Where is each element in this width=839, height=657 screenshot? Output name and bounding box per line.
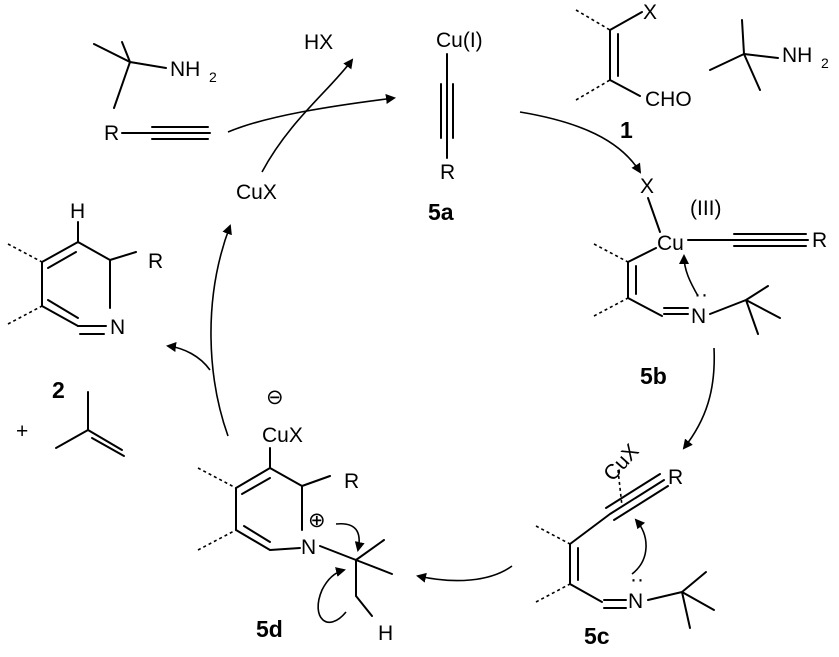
h-label-5d: H — [378, 622, 393, 645]
r-label-5a: R — [440, 161, 455, 184]
lone-pair-5c: ·· — [630, 568, 644, 591]
compound-5a: Cu(I) R 5a — [428, 29, 483, 225]
compound-label-5d: 5d — [256, 616, 283, 642]
plus-sign: + — [16, 420, 28, 443]
hx-label: HX — [304, 31, 333, 54]
n-label-5b: N — [691, 305, 706, 328]
compound-5b: X (III) Cu R N ·· 5b — [593, 175, 827, 389]
alkyne-r-label: R — [104, 122, 119, 145]
h-label-2: H — [70, 200, 85, 223]
x-label-1: X — [643, 1, 657, 24]
n-label-5c: N — [628, 590, 643, 613]
positive-charge: ⊕ — [308, 509, 326, 532]
compound-label-2: 2 — [52, 377, 65, 403]
nh2-subscript-right: 2 — [821, 55, 829, 71]
compound-label-1: 1 — [620, 117, 633, 143]
terminal-alkyne: R — [104, 122, 211, 145]
cux-label-5c: CuX — [599, 440, 643, 486]
tert-butylamine-right: NH 2 — [709, 19, 829, 91]
compound-label-5a: 5a — [428, 199, 454, 225]
cho-label: CHO — [645, 88, 692, 111]
isobutylene: + — [16, 391, 125, 457]
lone-pair-5b: ·· — [694, 283, 708, 306]
nh2-subscript-left: 2 — [209, 69, 217, 85]
minus-charge: ⊖ — [266, 386, 284, 409]
compound-5c: CuX R N ·· 5c — [535, 440, 715, 649]
cu-i-label: Cu(I) — [436, 29, 483, 52]
nh2-label-left: NH — [170, 58, 200, 81]
r-label-5b: R — [812, 229, 827, 252]
compound-1: X CHO 1 — [575, 1, 692, 143]
tert-butylamine-left: NH 2 — [93, 41, 217, 109]
x-label-5b: X — [640, 175, 654, 198]
r-label-2: R — [148, 250, 163, 273]
n-label-5d: N — [301, 536, 316, 559]
compound-label-5c: 5c — [584, 623, 610, 649]
compound-label-5b: 5b — [640, 363, 667, 389]
compound-2: H R N 2 — [7, 200, 163, 403]
cux-label-left: CuX — [236, 181, 277, 204]
n-label-2: N — [110, 316, 125, 339]
cycle-arrows — [166, 58, 716, 583]
oxidation-state-label: (III) — [690, 197, 722, 220]
cux-label-5d: CuX — [262, 424, 303, 447]
r-label-5d: R — [344, 470, 359, 493]
r-label-5c: R — [668, 466, 683, 489]
nh2-label-right: NH — [782, 44, 812, 67]
compound-5d: ⊖ CuX R N ⊕ H 5d — [197, 386, 393, 645]
cu-label-5b: Cu — [657, 232, 684, 255]
